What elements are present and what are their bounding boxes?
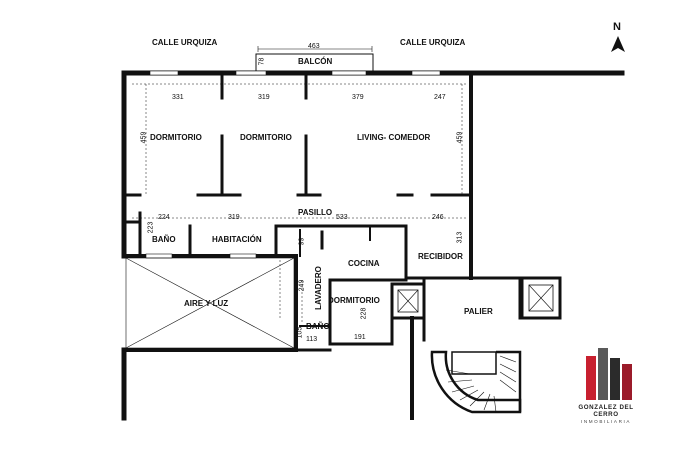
dim-d1-width: 331	[172, 94, 184, 101]
dim-kitchen-depth: 99	[298, 237, 306, 246]
room-pasillo: PASILLO	[298, 208, 333, 217]
dim-bano-width: 224	[158, 214, 170, 221]
brand-block: GONZALEZ DEL CERRO INMOBILIARIA	[566, 404, 646, 424]
dim-recibidor-top-width: 247	[434, 94, 446, 101]
dim-d1-depth: 459	[140, 131, 148, 144]
dim-dorm3-depth: 228	[360, 307, 368, 320]
room-aire-y-luz: AIRE Y LUZ	[184, 299, 229, 308]
dimension-lines	[132, 83, 466, 322]
room-dormitorio-2: DORMITORIO	[240, 133, 292, 142]
dim-dorm3-width: 191	[354, 334, 366, 341]
brand-name: GONZALEZ DEL CERRO	[578, 404, 634, 418]
room-recibidor: RECIBIDOR	[418, 252, 463, 261]
room-palier: PALIER	[464, 307, 493, 316]
room-bano-1: BAÑO	[152, 235, 176, 244]
dim-lavadero-depth: 249	[298, 279, 306, 292]
room-living-comedor: LIVING- COMEDOR	[357, 133, 431, 142]
north-arrow-icon	[611, 36, 625, 52]
dim-bano-depth: 223	[147, 221, 155, 234]
dim-recibidor-depth: 313	[456, 231, 464, 244]
room-bano-2: BAÑO	[306, 322, 330, 331]
dim-bano2-depth: 105	[296, 326, 304, 339]
room-habitacion: HABITACIÓN	[212, 235, 262, 244]
elevator-icon	[520, 276, 562, 320]
brand-subtitle: INMOBILIARIA	[580, 419, 632, 424]
room-lavadero: LAVADERO	[313, 266, 323, 310]
dim-balcon-depth: 78	[258, 57, 266, 66]
room-cocina: COCINA	[348, 259, 380, 268]
walls	[121, 70, 625, 421]
windows	[145, 70, 441, 259]
dim-recibidor-width: 246	[432, 214, 444, 221]
dim-pasillo-width: 533	[336, 214, 348, 221]
dim-living-depth: 459	[456, 131, 464, 144]
room-balcon: BALCÓN	[298, 57, 333, 66]
compass-north-label: N	[613, 21, 621, 33]
dim-habitacion-width: 319	[228, 214, 240, 221]
room-dormitorio-1: DORMITORIO	[150, 133, 202, 142]
room-dormitorio-3: DORMITORIO	[328, 296, 380, 305]
dim-living-width: 379	[352, 94, 364, 101]
street-label-left: CALLE URQUIZA	[152, 38, 218, 47]
street-label-right: CALLE URQUIZA	[400, 38, 466, 47]
staircase	[430, 350, 522, 414]
dim-bano2-width: 113	[306, 336, 318, 343]
gonzalez-del-cerro-logo	[586, 348, 632, 400]
elevator-icon	[390, 282, 426, 320]
dim-balcon-width: 463	[308, 43, 320, 50]
aire-y-luz-shaft	[125, 257, 295, 349]
dim-d2-width: 319	[258, 94, 270, 101]
